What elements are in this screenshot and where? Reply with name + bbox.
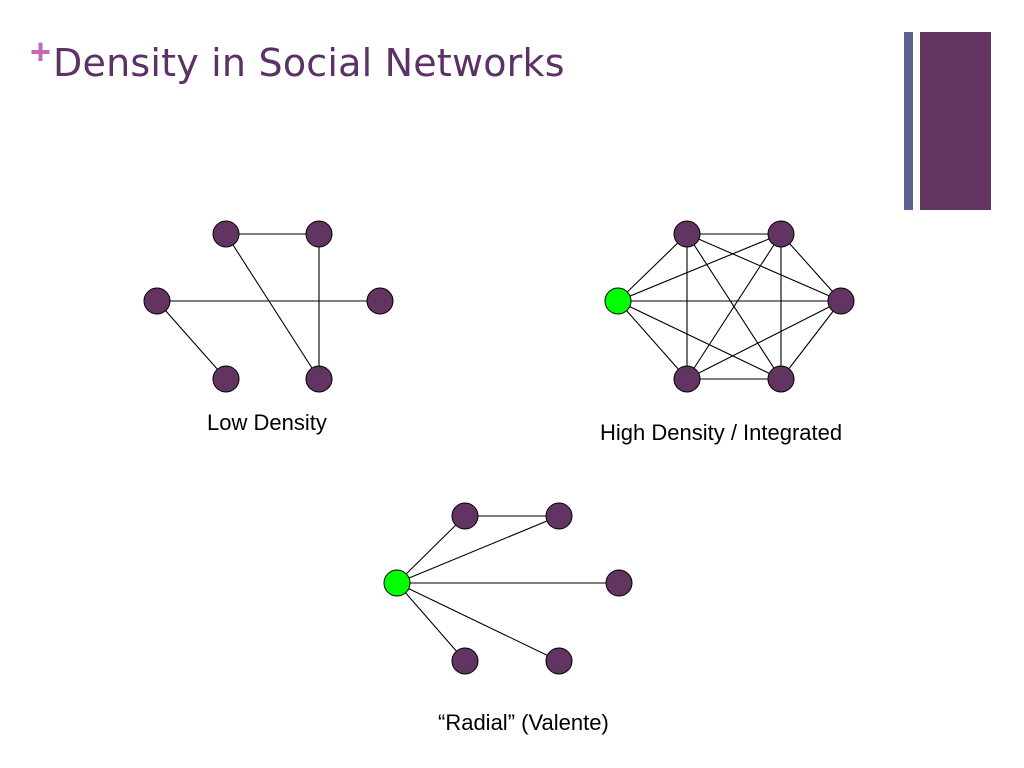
- node-right: [827, 287, 855, 315]
- caption-low-density: Low Density: [207, 410, 327, 435]
- edge-hub-bottom-right: [396, 582, 560, 662]
- node-bottom-left: [212, 365, 240, 393]
- caption-radial-word: Radial: [445, 710, 508, 735]
- node-right: [605, 569, 633, 597]
- edge-hub-bottom-left: [396, 582, 466, 662]
- caption-radial-open-quote: “: [438, 710, 446, 735]
- node-hub: [383, 569, 411, 597]
- caption-high-density: High Density / Integrated: [600, 420, 843, 445]
- edge-left-bottom-left: [617, 300, 688, 380]
- node-top-right: [767, 220, 795, 248]
- edge-left-bottom-right: [617, 300, 782, 380]
- node-left: [604, 287, 632, 315]
- edge-top-right-right: [780, 233, 842, 302]
- plus-icon: +: [30, 31, 52, 72]
- page-title: Density in Social Networks: [53, 41, 565, 85]
- node-top-left: [673, 220, 701, 248]
- network-high-density: [604, 220, 855, 393]
- node-top-right: [305, 220, 333, 248]
- node-bottom-right: [305, 365, 333, 393]
- network-radial: [383, 502, 633, 675]
- node-bottom-left: [451, 647, 479, 675]
- edge-left-bottom-left: [156, 300, 227, 380]
- edge-top-right-bottom-left: [686, 233, 782, 380]
- node-top-right: [545, 502, 573, 530]
- node-bottom-right: [545, 647, 573, 675]
- decorative-bar-thick: [920, 32, 991, 210]
- node-left: [143, 287, 171, 315]
- network-low-density: [143, 220, 394, 393]
- edge-top-left-bottom-right: [225, 233, 320, 380]
- node-right: [366, 287, 394, 315]
- node-bottom-left: [673, 365, 701, 393]
- edge-left-top-left: [617, 233, 688, 302]
- caption-radial: “Radial” (Valente): [438, 710, 609, 736]
- slide-title: + Density in Social Networks: [30, 34, 565, 88]
- decorative-bar-thin: [904, 32, 913, 210]
- node-top-left: [451, 502, 479, 530]
- caption-radial-suffix: (Valente): [515, 710, 609, 735]
- edge-right-bottom-right: [780, 300, 842, 380]
- edge-left-top-right: [617, 233, 782, 302]
- node-bottom-right: [767, 365, 795, 393]
- edge-hub-top-right: [396, 515, 560, 584]
- edge-hub-top-left: [396, 515, 466, 584]
- caption-radial-close-quote: ”: [507, 710, 516, 735]
- node-top-left: [212, 220, 240, 248]
- edge-top-left-right: [686, 233, 842, 302]
- edge-right-bottom-left: [686, 300, 842, 380]
